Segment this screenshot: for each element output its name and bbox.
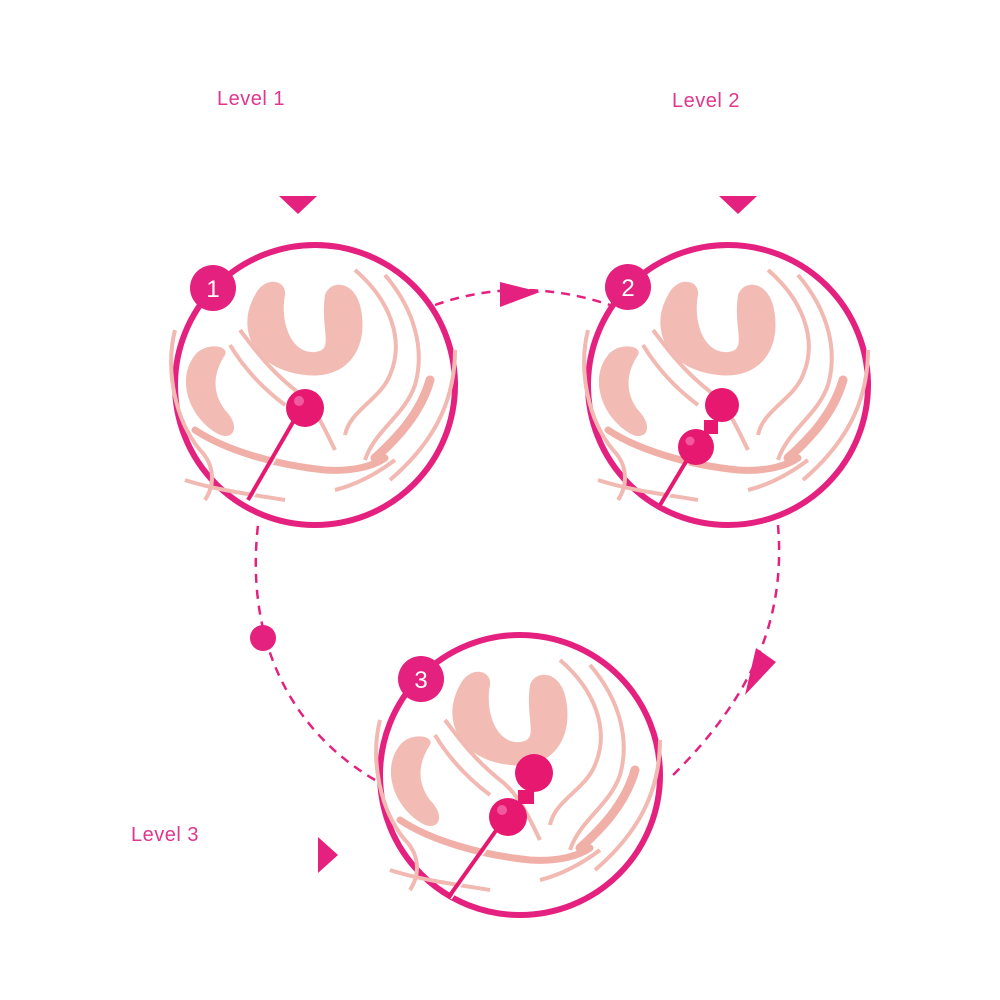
level-3-label: Level 3 bbox=[131, 824, 199, 846]
connector-3-to-1 bbox=[254, 524, 376, 782]
connector-dot bbox=[250, 625, 276, 651]
arrow-right-icon bbox=[500, 282, 540, 307]
arrow-down-icon bbox=[745, 648, 776, 695]
level-3-pointer-icon bbox=[318, 837, 338, 873]
level-1-label: Level 1 bbox=[217, 88, 285, 110]
level-2-pointer-icon bbox=[719, 196, 757, 214]
connector-2-to-3 bbox=[669, 524, 781, 779]
badge-1 bbox=[190, 265, 236, 311]
badge-3-number: 3 bbox=[414, 667, 427, 694]
level-1-illustration bbox=[171, 242, 455, 528]
level-1-pointer-icon bbox=[279, 196, 317, 214]
level-2-label: Level 2 bbox=[672, 90, 740, 112]
badge-3 bbox=[398, 656, 444, 702]
level-3-illustration bbox=[376, 632, 660, 918]
badge-1-number: 1 bbox=[206, 276, 219, 303]
level-2-illustration bbox=[584, 242, 868, 528]
badge-2 bbox=[605, 264, 651, 310]
badge-2-number: 2 bbox=[621, 275, 634, 302]
